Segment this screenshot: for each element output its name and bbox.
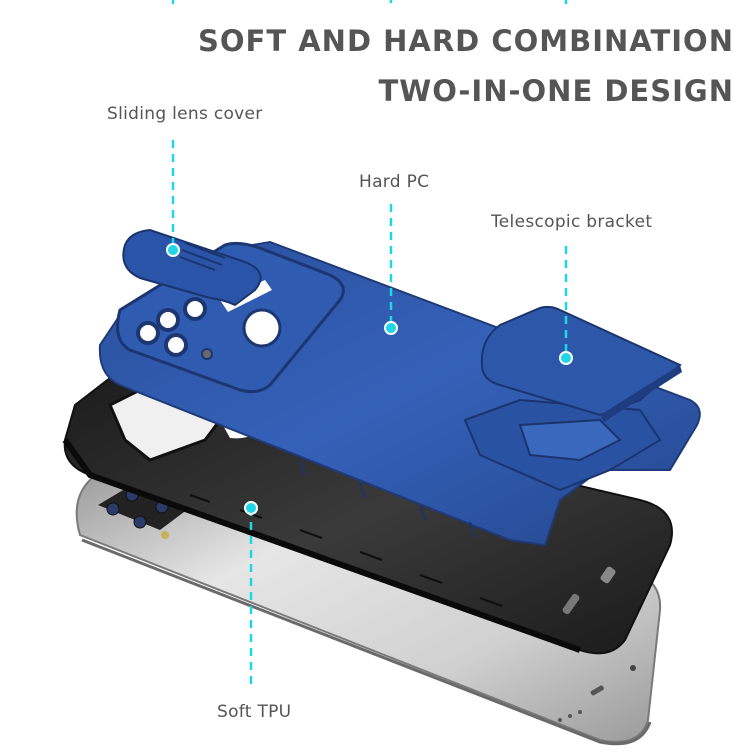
callout-dot-icon <box>166 243 180 257</box>
label-hard-pc: Hard PC <box>359 172 430 192</box>
callout-telescopic-bracket <box>559 246 573 365</box>
callout-hard-pc <box>384 204 398 335</box>
callout-dot-icon <box>559 351 573 365</box>
top-edge-callout-fragments <box>171 0 568 4</box>
label-sliding-lens-cover: Sliding lens cover <box>107 104 263 124</box>
telescopic-bracket <box>463 305 682 492</box>
callout-dot-icon <box>244 501 258 515</box>
label-soft-tpu: Soft TPU <box>217 702 292 722</box>
label-telescopic-bracket: Telescopic bracket <box>491 212 653 232</box>
callout-sliding-lens-cover <box>166 140 180 257</box>
headline-line-1: SOFT AND HARD COMBINATION <box>198 24 734 58</box>
callout-dot-icon <box>384 321 398 335</box>
callout-soft-tpu <box>244 501 258 690</box>
sliding-lens-cover <box>122 228 262 307</box>
headline-line-2: TWO-IN-ONE DESIGN <box>378 74 734 108</box>
